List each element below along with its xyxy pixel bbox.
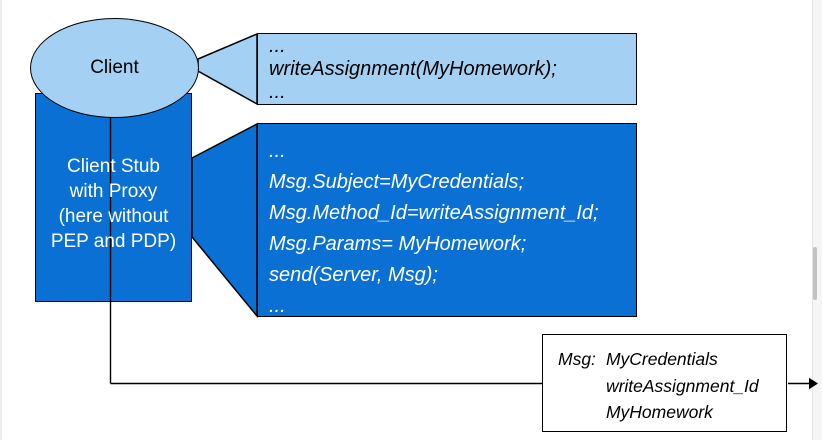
client-stub-box	[35, 93, 192, 302]
arrowhead-icon	[809, 377, 818, 390]
code-line: Msg.Method_Id=writeAssignment_Id;	[269, 202, 599, 224]
client-callout-wedge	[197, 32, 258, 106]
client-label: Client	[90, 57, 139, 78]
message-value: MyCredentials	[605, 349, 718, 369]
message-value: writeAssignment_Id	[605, 375, 759, 396]
client-code-callout: ... writeAssignment(MyHomework); ...	[257, 33, 637, 105]
code-line: send(Server, Msg);	[269, 264, 438, 286]
code-line: Msg.Params= MyHomework;	[269, 233, 527, 255]
code-line: ...	[269, 140, 286, 162]
stub-code-callout: ... Msg.Subject=MyCredentials; Msg.Metho…	[257, 123, 637, 317]
message-value: MyHomework	[605, 402, 713, 422]
message-box: Msg: MyCredentials writeAssignment_Id My…	[542, 334, 787, 432]
stub-callout-wedge	[191, 122, 258, 319]
window-left-edge	[0, 0, 2, 440]
code-line: ...	[269, 295, 286, 317]
code-line: ...	[269, 81, 286, 103]
client-stub-label: Client Stub with Proxy (here without PEP…	[50, 156, 177, 252]
code-line: writeAssignment(MyHomework);	[269, 58, 557, 80]
code-line: Msg.Subject=MyCredentials;	[269, 171, 525, 193]
message-box-label: Msg:	[558, 349, 596, 369]
scrollbar-track[interactable]	[812, 0, 822, 440]
scrollbar-thumb[interactable]	[813, 247, 817, 300]
message-box-values: MyCredentials writeAssignment_Id MyHomew…	[606, 346, 759, 426]
code-line: ...	[269, 35, 286, 57]
client-ellipse: Client	[30, 18, 199, 118]
